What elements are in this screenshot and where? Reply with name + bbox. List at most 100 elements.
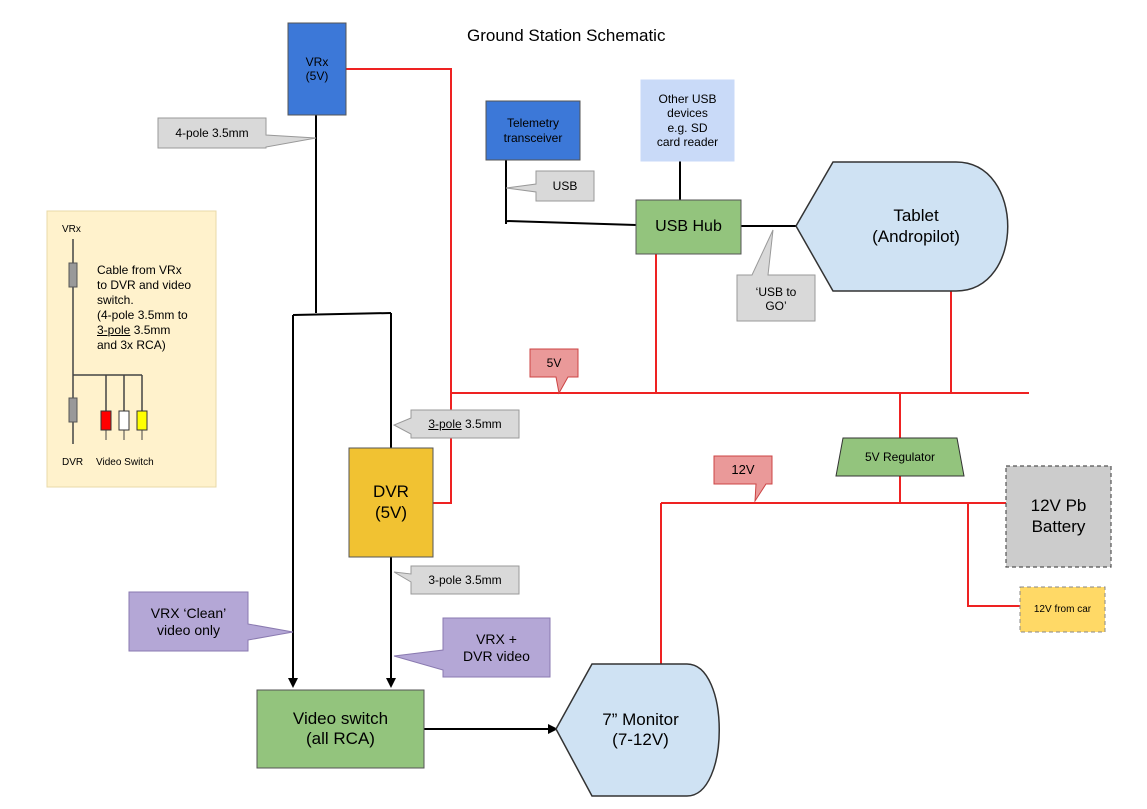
usb-to-go-label-2: GO’ [765,299,787,313]
monitor-voltage: (7-12V) [612,730,669,749]
cable-inset [46,210,217,488]
video-switch-node: Video switch (all RCA) [257,690,424,768]
other-usb-label-4: card reader [656,134,719,149]
cable-split [292,312,392,316]
car-box [1019,586,1106,633]
regulator-node: 5V Regulator [836,438,964,476]
inset-rca-red-plug-icon [100,410,112,431]
twelve-volt-callout: 12V [714,456,772,484]
five-volt-callout: 5V [530,349,578,377]
inset-desc-line-3: switch. [97,293,134,307]
inset-description: Cable from VRx to DVR and video switch. … [97,263,191,353]
battery-node: 12V Pb Battery [1006,466,1111,567]
three-pole-top-underlined: 3-pole [428,416,462,431]
tablet-app-label: (Andropilot) [872,226,960,246]
regulator-label: 5V Regulator [864,449,936,464]
three-pole-top-callout-shape [392,409,520,439]
usb-to-go-callout-shape [736,229,816,322]
car-label: 12V from car [1033,603,1092,615]
other-usb-label-2: devices [667,106,708,121]
vrx-dvr-label-1: VRX + [476,630,517,647]
five-volt-callout-shape [529,348,579,395]
inset-background [46,210,217,488]
inset-desc-line-1: Cable from VRx [97,263,182,277]
battery-label-1: 12V Pb [1030,496,1087,516]
diagram-title: Ground Station Schematic [467,26,666,45]
callout-shapes [128,117,816,678]
inset-desc-line-4: (4-pole 3.5mm to [97,308,188,322]
car-power-line [967,503,1020,607]
other-usb-label-3: e.g. SD [667,120,708,135]
video-switch-sub-label: (all RCA) [306,729,375,748]
dvr-box [348,447,434,558]
twelve-volt-callout-shape [713,455,773,503]
battery-label-2: Battery [1031,516,1086,536]
three-pole-bottom-callout: 3-pole 3.5mm [411,566,519,594]
inset-desc-underlined: 3-pole [97,323,131,337]
battery-box [1005,465,1112,568]
inset-switch-label: Video Switch [96,457,154,468]
five-volt-label: 5V [546,355,562,370]
inset-dvr-plug-icon [68,397,78,423]
video-switch-box [256,689,425,769]
four-pole-callout: 4-pole 3.5mm [158,118,266,148]
usb-label: USB [552,178,578,193]
vrx-power-line [346,68,452,504]
dvr-node: DVR (5V) [349,448,433,557]
node-shapes [256,22,1112,797]
monitor-node: 7” Monitor (7-12V) [568,664,713,796]
telemetry-node: Telemetry transceiver [486,101,580,160]
other-usb-label-1: Other USB [658,91,717,106]
inset-desc-line-2: to DVR and video [97,278,192,292]
three-pole-top-callout: 3-pole 3.5mm [411,410,519,438]
usb-hub-node: USB Hub [636,200,741,254]
signal-wiring [288,115,796,734]
other-usb-node: Other USB devices e.g. SD card reader [641,80,734,161]
video-switch-label: Video switch [292,708,389,728]
three-pole-top-rest: 3.5mm [461,416,502,431]
telemetry-usb-cable [505,160,637,226]
clean-video-label-2: video only [156,621,221,638]
four-pole-label: 4-pole 3.5mm [175,125,249,140]
inset-rca-white-plug-icon [118,410,130,431]
vrx-node: VRx (5V) [288,23,346,115]
monitor-shape [555,663,720,797]
clean-video-label-1: VRX ‘Clean’ [150,604,227,621]
dvr-label: DVR [373,482,409,502]
usb-to-go-callout: ‘USB to GO’ [737,277,815,321]
vrx-box [287,22,347,116]
regulator-shape [835,437,965,477]
twelve-volt-label: 12V [731,462,755,478]
telemetry-label-2: transceiver [503,130,563,145]
inset-vrx-label: VRx [62,224,81,235]
vrx-dvr-callout: VRX + DVR video [443,618,550,677]
vrx-voltage: (5V) [305,69,329,83]
inset-desc-rest: 3.5mm [130,323,171,337]
inset-vrx-plug-icon [68,262,78,288]
vrx-label: VRx [305,54,329,69]
usb-callout: USB [536,171,594,201]
telemetry-label-1: Telemetry [506,116,559,131]
vrx-dvr-label-2: DVR video [463,647,530,664]
telemetry-box [485,100,581,161]
tablet-label: Tablet [893,206,939,226]
inset-desc-line-5: 3-pole 3.5mm [97,323,191,338]
usb-hub-label: USB Hub [655,218,722,236]
four-pole-callout-shape [157,117,317,149]
car-node: 12V from car [1020,587,1105,632]
usb-hub-box [635,199,742,255]
clean-video-callout: VRX ‘Clean’ video only [129,592,248,651]
clean-video-callout-shape [128,591,294,652]
usb-to-go-label-1: ‘USB to [755,284,797,299]
tablet-shape [795,161,1009,292]
other-usb-box [640,79,735,162]
dvr-voltage: (5V) [374,502,408,522]
usb-callout-shape [505,170,595,202]
inset-dvr-label: DVR [62,457,84,468]
tablet-node: Tablet (Andropilot) [826,162,1006,291]
inset-desc-line-6: and 3x RCA) [97,338,166,352]
monitor-label: 7” Monitor [602,709,679,729]
inset-rca-yellow-plug-icon [136,410,148,431]
vrx-dvr-callout-shape [393,617,551,678]
